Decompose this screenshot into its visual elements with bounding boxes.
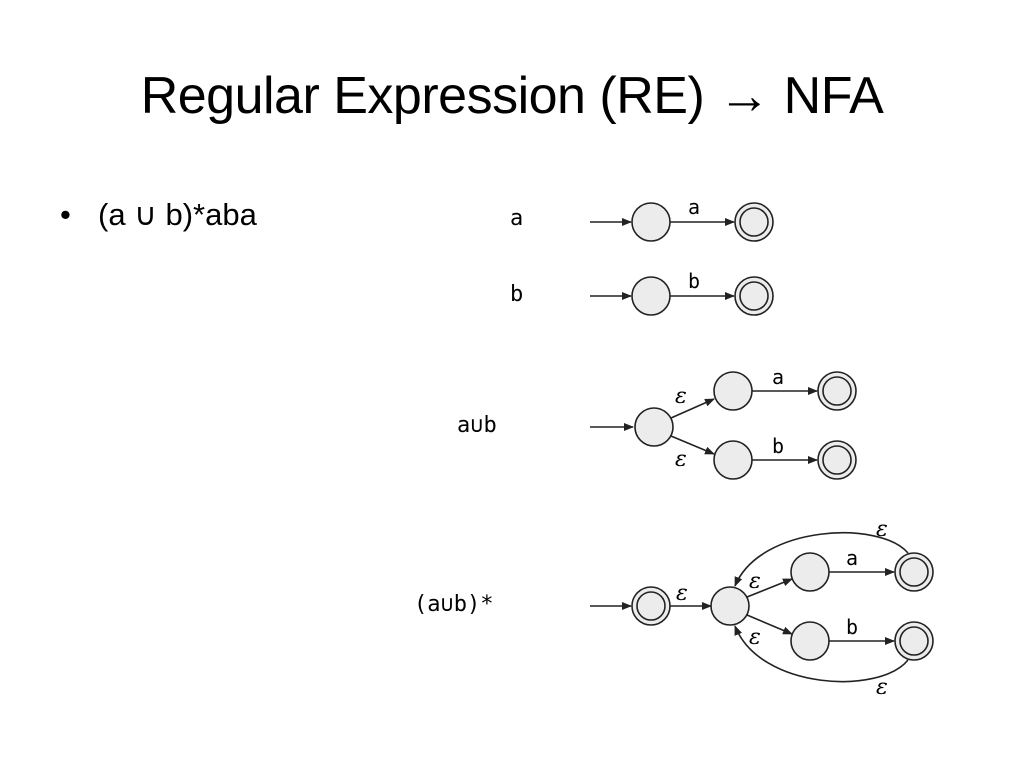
row-label-union: a∪b — [457, 413, 497, 438]
epsilon-label-lower: ε — [749, 625, 761, 650]
transition-label-b: b — [688, 269, 700, 293]
transition-label-b: b — [846, 615, 858, 639]
epsilon-arrow-upper — [670, 398, 715, 419]
epsilon-label-upper: ε — [749, 569, 761, 594]
start-state — [634, 407, 674, 447]
epsilon-label-lower: ε — [675, 447, 687, 472]
transition-label-a: a — [772, 365, 784, 389]
epsilon-label-loop-upper: ε — [876, 517, 888, 542]
row-label-star: (a∪b)* — [414, 592, 493, 617]
bullet-text: (a ∪ b)*aba — [98, 197, 257, 232]
branch-state-a — [713, 371, 753, 411]
accept-state-inner — [739, 207, 769, 237]
epsilon-loop-upper — [734, 532, 909, 587]
epsilon-loop-lower — [734, 625, 909, 683]
transition-label-a: a — [846, 546, 858, 570]
bullet-item: • (a ∪ b)*aba — [60, 193, 257, 237]
epsilon-label-loop-lower: ε — [876, 675, 888, 700]
new-start-state-inner — [636, 591, 666, 621]
epsilon-arrow-lower — [746, 614, 793, 635]
transition-label-a: a — [688, 195, 700, 219]
epsilon-arrow-lower — [670, 435, 715, 455]
start-state — [631, 202, 671, 242]
nfa-row-b: b b — [510, 269, 774, 316]
branch-state-b — [790, 621, 830, 661]
start-state — [631, 276, 671, 316]
row-label-b: b — [510, 282, 523, 307]
title-text: Regular Expression (RE) → NFA — [140, 67, 884, 125]
bullet-marker: • — [60, 197, 71, 232]
nfa-row-a: a a — [510, 195, 774, 242]
branch-state-b — [713, 440, 753, 480]
accept-state-b-inner — [899, 626, 929, 656]
accept-state-b-inner — [822, 445, 852, 475]
page-title: Regular Expression (RE) → NFA — [0, 58, 1024, 134]
epsilon-label-upper: ε — [675, 384, 687, 409]
epsilon-label-entry: ε — [676, 581, 688, 606]
nfa-row-star: (a∪b)* ε ε a ε b ε ε — [414, 517, 934, 700]
row-label-a: a — [510, 206, 523, 231]
accept-state-a-inner — [822, 376, 852, 406]
epsilon-arrow-upper — [746, 578, 793, 598]
accept-state-a-inner — [899, 557, 929, 587]
accept-state-inner — [739, 281, 769, 311]
nfa-row-union: a∪b ε a ε b — [457, 365, 857, 480]
union-start-state — [710, 586, 750, 626]
transition-label-b: b — [772, 434, 784, 458]
branch-state-a — [790, 552, 830, 592]
